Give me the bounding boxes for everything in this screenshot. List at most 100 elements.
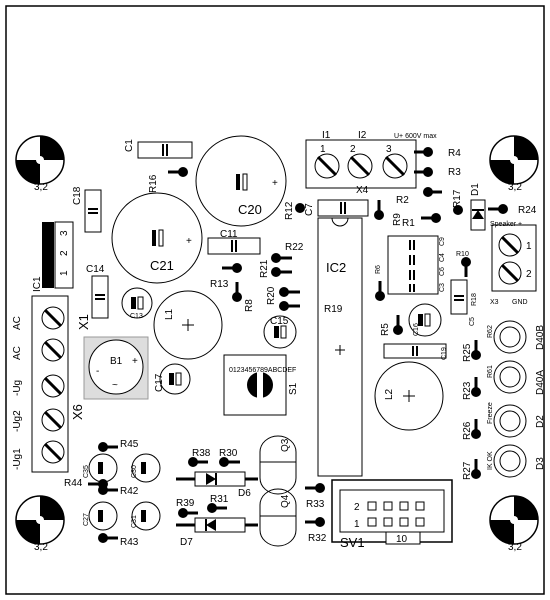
resistor-r44: R44 <box>64 478 108 489</box>
svg-text:C19: C19 <box>441 347 448 360</box>
resistor-r4: R4 <box>414 147 461 159</box>
capacitor-c16: C16 <box>408 303 442 337</box>
svg-text:-Ug1: -Ug1 <box>12 448 23 470</box>
svg-text:C14: C14 <box>86 264 105 275</box>
svg-text:IC2: IC2 <box>326 260 346 275</box>
resistor-r21: R21 <box>259 259 292 278</box>
svg-text:C1: C1 <box>124 139 135 152</box>
svg-text:R12: R12 <box>284 201 295 220</box>
resistor-r9: R9 <box>374 200 403 226</box>
svg-text:R45: R45 <box>120 439 139 450</box>
svg-text:2: 2 <box>350 144 356 155</box>
svg-text:R23: R23 <box>462 381 473 400</box>
svg-text:R21: R21 <box>259 259 270 278</box>
svg-text:R19: R19 <box>324 304 343 315</box>
mount-label: 3,2 <box>34 182 48 193</box>
resistor-r32: R32 <box>305 517 327 544</box>
mounting-hole-top-left: 3,2 <box>15 135 65 193</box>
svg-text:2: 2 <box>59 250 70 256</box>
mounting-hole-top-right: 3,2 <box>489 135 539 193</box>
resistor-r24: R24 <box>488 204 537 216</box>
svg-text:C31: C31 <box>131 515 138 528</box>
svg-text:AC: AC <box>12 346 23 360</box>
svg-text:GND: GND <box>512 299 528 306</box>
svg-text:I1: I1 <box>322 130 331 141</box>
svg-text:1: 1 <box>526 241 532 252</box>
svg-text:D3: D3 <box>535 457 546 470</box>
resistor-r17: R17 <box>452 189 463 215</box>
svg-text:Speaker +: Speaker + <box>490 221 522 228</box>
capacitor-c13: C13 <box>121 287 153 320</box>
svg-text:2: 2 <box>354 502 360 513</box>
transistor-q3: Q3 <box>259 435 297 495</box>
led-d2: D2 R26 Freeze <box>462 402 546 440</box>
capacitor-c18: C18 <box>72 186 102 233</box>
svg-text:R62: R62 <box>487 325 494 338</box>
svg-text:3: 3 <box>386 144 392 155</box>
capacitor-c19: C19 <box>383 343 448 360</box>
svg-text:R1: R1 <box>402 218 415 229</box>
svg-text:-: - <box>96 366 99 377</box>
svg-text:R25: R25 <box>462 343 473 362</box>
resistor-r45: R45 <box>98 439 139 452</box>
svg-text:R3: R3 <box>448 167 461 178</box>
resistor-r2: R2 <box>396 187 442 206</box>
svg-text:C15: C15 <box>270 316 289 327</box>
led-d40b: D40B R25 R62 <box>462 320 546 362</box>
svg-text:D40A: D40A <box>535 370 546 395</box>
resistor-r6 <box>375 281 385 301</box>
svg-text:1: 1 <box>354 519 360 530</box>
svg-text:+: + <box>272 178 278 189</box>
resistor-r8: R8 <box>232 282 255 312</box>
led-d3: D3 R27 IK OK <box>462 444 546 480</box>
svg-text:R18: R18 <box>471 293 478 306</box>
svg-text:R8: R8 <box>244 299 255 312</box>
svg-text:C17: C17 <box>154 373 165 392</box>
resistor-r30: R30 <box>219 448 240 467</box>
svg-text:C7: C7 <box>304 203 315 216</box>
svg-text:R20: R20 <box>266 286 277 305</box>
mounting-hole-bottom-right: 3,2 <box>489 495 539 553</box>
capacitor-c31: C31 <box>131 501 161 531</box>
svg-text:-Ug2: -Ug2 <box>12 410 23 432</box>
svg-text:C13: C13 <box>130 313 143 320</box>
svg-text:C3: C3 <box>439 283 446 292</box>
terminal-x4: 1 2 3 I1 I2 U+ 600V max X4 <box>305 130 437 196</box>
svg-text:R30: R30 <box>219 448 238 459</box>
capacitor-c11: C11 <box>207 229 261 255</box>
inductor-l2: L2 <box>374 361 444 431</box>
svg-text:Q4: Q4 <box>280 494 291 508</box>
svg-text:D2: D2 <box>535 415 546 428</box>
svg-text:R13: R13 <box>210 279 229 290</box>
svg-text:B1: B1 <box>110 356 123 367</box>
svg-text:R26: R26 <box>462 421 473 440</box>
resistor-r33: R33 <box>305 483 325 510</box>
svg-text:Q3: Q3 <box>280 438 291 452</box>
svg-text:1: 1 <box>59 270 70 276</box>
svg-text:R6: R6 <box>375 265 382 274</box>
svg-text:R33: R33 <box>306 499 325 510</box>
svg-text:X1: X1 <box>76 314 91 330</box>
capacitor-c7: C7 <box>304 199 369 217</box>
rotary-switch-s1: 0123456789ABCDEF S1 <box>223 354 299 416</box>
svg-text:L2: L2 <box>384 388 395 400</box>
svg-text:R43: R43 <box>120 537 139 548</box>
svg-text:C35: C35 <box>83 465 90 478</box>
capacitor-c1: C1 <box>124 139 193 159</box>
resistor-r12: R12 <box>284 201 305 220</box>
capacitor-bank: C9 C4 C6 C3 R6 <box>375 235 446 295</box>
terminal-x6: AC AC -Ug -Ug2 -Ug1 X6 <box>12 295 85 473</box>
capacitor-c20: + C20 <box>195 135 287 227</box>
svg-text:2: 2 <box>526 269 532 280</box>
capacitor-c30: C30 <box>131 453 161 483</box>
svg-text:R27: R27 <box>462 461 473 480</box>
svg-text:S1: S1 <box>288 382 299 395</box>
diode-d7: D7 <box>176 517 258 548</box>
svg-text:X4: X4 <box>356 185 369 196</box>
svg-text:-Ug: -Ug <box>12 380 23 396</box>
resistor-r22: R22 <box>271 242 304 263</box>
capacitor-c5: C5 R18 <box>450 279 478 326</box>
svg-text:IC1: IC1 <box>32 276 43 292</box>
svg-text:C30: C30 <box>131 465 138 478</box>
svg-text:C18: C18 <box>72 186 83 205</box>
